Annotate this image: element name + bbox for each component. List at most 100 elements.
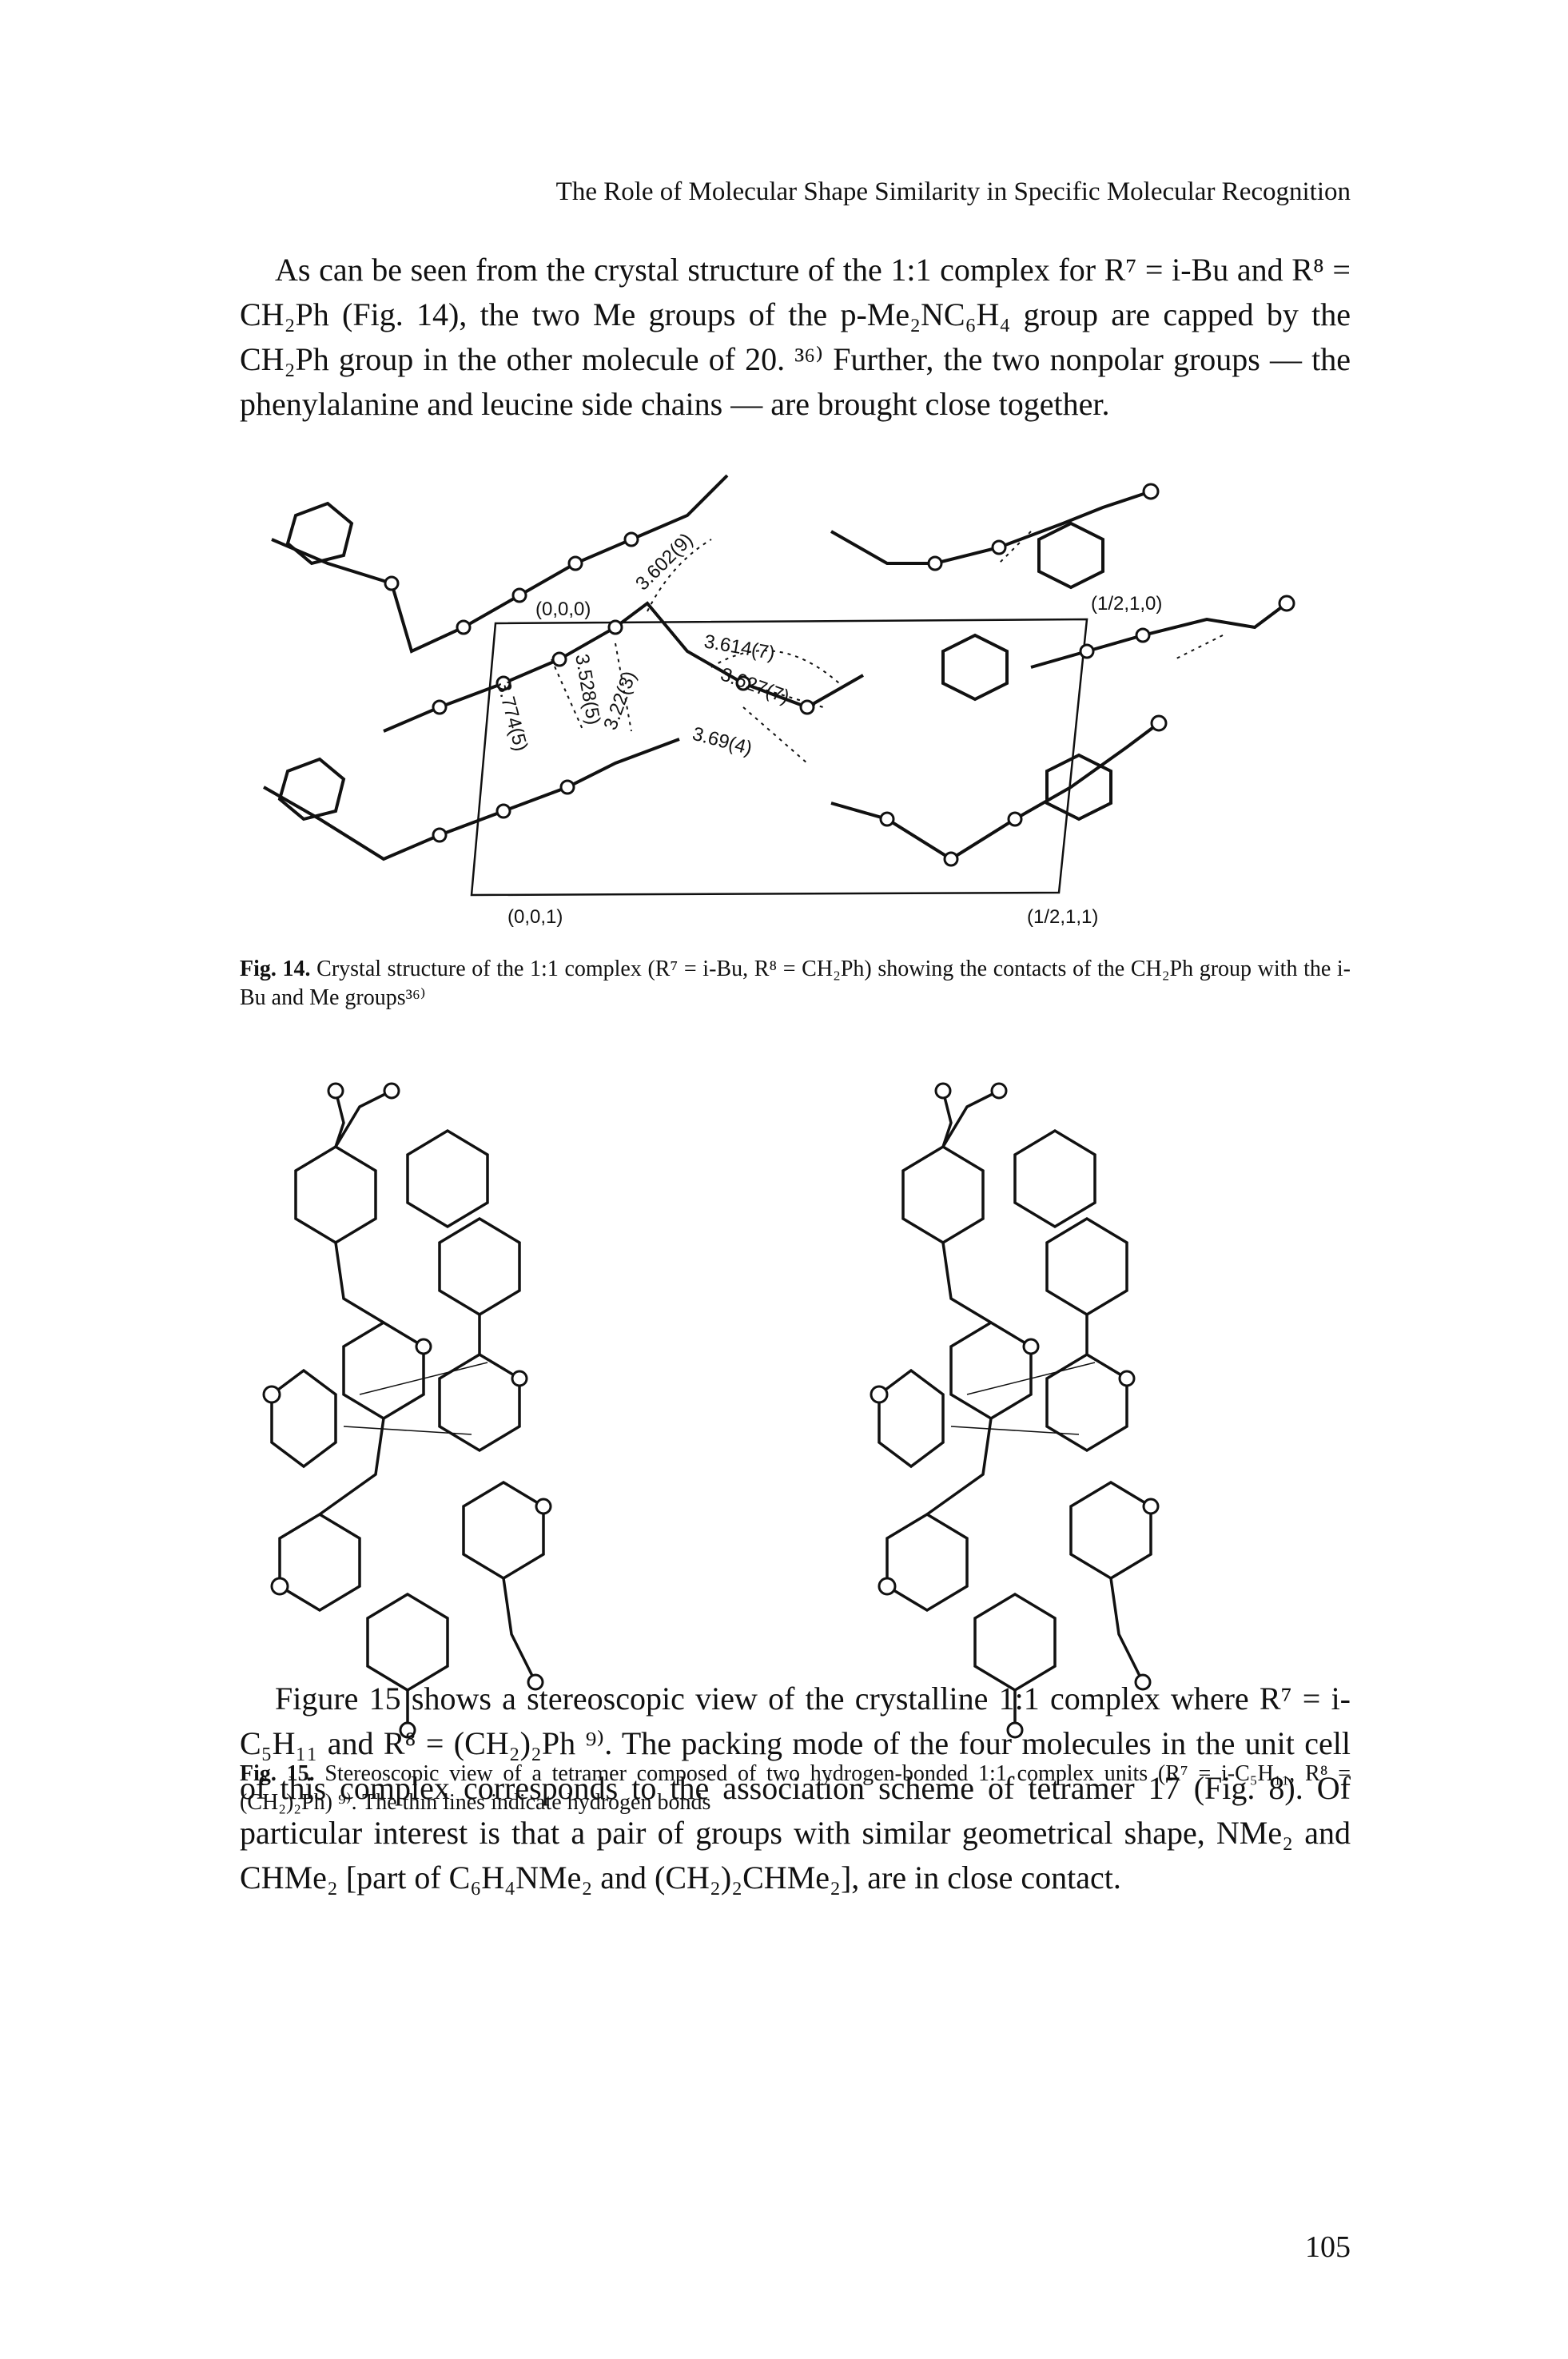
phenyl-ring <box>941 633 1009 702</box>
atom <box>1142 483 1160 500</box>
distance-label: 3.69(4) <box>690 723 754 760</box>
distance-label: 3.627(7) <box>718 663 792 708</box>
atom <box>1134 1673 1152 1691</box>
atom <box>1278 595 1295 612</box>
contact-line <box>710 650 840 684</box>
atom <box>943 851 959 867</box>
contact-line <box>1174 635 1224 660</box>
ring <box>438 1216 521 1317</box>
atom <box>511 1370 528 1387</box>
atom <box>1022 1338 1040 1355</box>
ring <box>270 1368 337 1469</box>
cell-label: (0,0,1) <box>507 906 563 928</box>
atom <box>927 555 943 571</box>
distance-label: 3.602(9) <box>631 529 697 595</box>
atom <box>1118 1370 1136 1387</box>
atom <box>495 675 511 691</box>
molecule-chain-top <box>271 474 729 654</box>
atom <box>607 619 623 635</box>
unit-cell-box <box>470 618 1088 897</box>
contact-line <box>615 642 632 732</box>
atom <box>735 675 751 691</box>
chain <box>1109 1577 1144 1683</box>
atom <box>327 1082 344 1100</box>
ring <box>878 1368 945 1469</box>
ring <box>1069 1480 1152 1581</box>
atom <box>991 539 1007 555</box>
atom <box>870 1385 889 1404</box>
phenyl-ring <box>285 501 354 566</box>
phenyl-ring <box>1045 753 1112 821</box>
ring <box>949 1320 1033 1421</box>
atom <box>270 1577 289 1596</box>
chain <box>318 1418 385 1516</box>
stereo-right <box>878 1089 1152 1730</box>
figure-14-label: Fig. 14. <box>240 957 311 981</box>
chain <box>334 1089 392 1148</box>
ring <box>366 1592 449 1693</box>
cell-label: (1/2,1,0) <box>1091 593 1162 615</box>
paragraph-figure15-text: Figure 15 shows a stereoscopic view of t… <box>240 1681 1351 1896</box>
chain <box>925 1418 993 1516</box>
ring <box>462 1480 545 1581</box>
distance-label: 3.22(3) <box>599 668 640 733</box>
contact-line <box>742 682 824 708</box>
atom <box>934 1082 952 1100</box>
atom <box>495 803 511 819</box>
atom <box>990 1082 1008 1100</box>
figure-15-caption-text: Stereoscopic view of a tetramer composed… <box>240 1761 1351 1815</box>
phenyl-ring <box>277 757 346 821</box>
contact-line <box>742 706 808 764</box>
figure-14-crystal-structure: (0,0,0) (1/2,1,0) (0,0,1) (1/2,1,1) 3.60… <box>263 474 1295 928</box>
atom <box>1142 1498 1160 1515</box>
atom <box>383 1082 400 1100</box>
cell-label: (1/2,1,1) <box>1027 906 1098 928</box>
atom <box>456 619 472 635</box>
running-header: The Role of Molecular Shape Similarity i… <box>555 177 1351 206</box>
atom <box>1079 643 1095 659</box>
figure-14-caption-text: Crystal structure of the 1:1 complex (R⁷… <box>240 957 1351 1010</box>
chain <box>941 1089 1000 1148</box>
atom <box>432 699 448 715</box>
atom <box>399 1721 416 1739</box>
atom <box>1006 1721 1024 1739</box>
atom <box>527 1673 544 1691</box>
paragraph-intro: As can be seen from the crystal structur… <box>240 248 1351 427</box>
atom <box>262 1385 281 1404</box>
paragraph-intro-text: As can be seen from the crystal structur… <box>240 252 1351 422</box>
atom <box>1007 811 1023 827</box>
distance-label: 3.528(5) <box>571 652 604 726</box>
atom <box>623 531 639 547</box>
stereo-left <box>270 1089 545 1730</box>
ring <box>406 1128 489 1229</box>
distance-label: 3.774(5) <box>492 679 531 754</box>
atom <box>415 1338 432 1355</box>
figure-15-caption: Fig. 15. Stereoscopic view of a tetramer… <box>240 1760 1351 1817</box>
hydrogen-bond <box>343 1426 472 1435</box>
atom <box>878 1577 897 1596</box>
atom <box>559 779 575 795</box>
ring <box>278 1512 361 1613</box>
distance-label: 3.614(7) <box>702 631 777 664</box>
contact-line <box>647 539 712 612</box>
atom <box>567 555 583 571</box>
figure-15-label: Fig. 15. <box>240 1761 315 1786</box>
figure-14-caption: Fig. 14. Crystal structure of the 1:1 co… <box>240 955 1351 1012</box>
ring <box>438 1352 521 1453</box>
cell-label: (0,0,0) <box>535 599 591 620</box>
figure-15-stereo-view <box>262 1082 1160 1739</box>
contact-line <box>551 658 584 732</box>
ring <box>1045 1216 1128 1317</box>
molecule-chain-bottom <box>263 738 680 861</box>
page-number: 105 <box>1305 2230 1351 2264</box>
atom <box>879 811 895 827</box>
ring <box>294 1144 377 1245</box>
atom <box>551 651 567 667</box>
ring <box>973 1592 1057 1693</box>
paragraph-figure15: Figure 15 shows a stereoscopic view of t… <box>240 1677 1351 1900</box>
ring <box>342 1320 425 1421</box>
atom <box>535 1498 552 1515</box>
ring <box>1045 1352 1128 1453</box>
phenyl-ring <box>1037 521 1104 590</box>
hydrogen-bond <box>359 1362 488 1395</box>
